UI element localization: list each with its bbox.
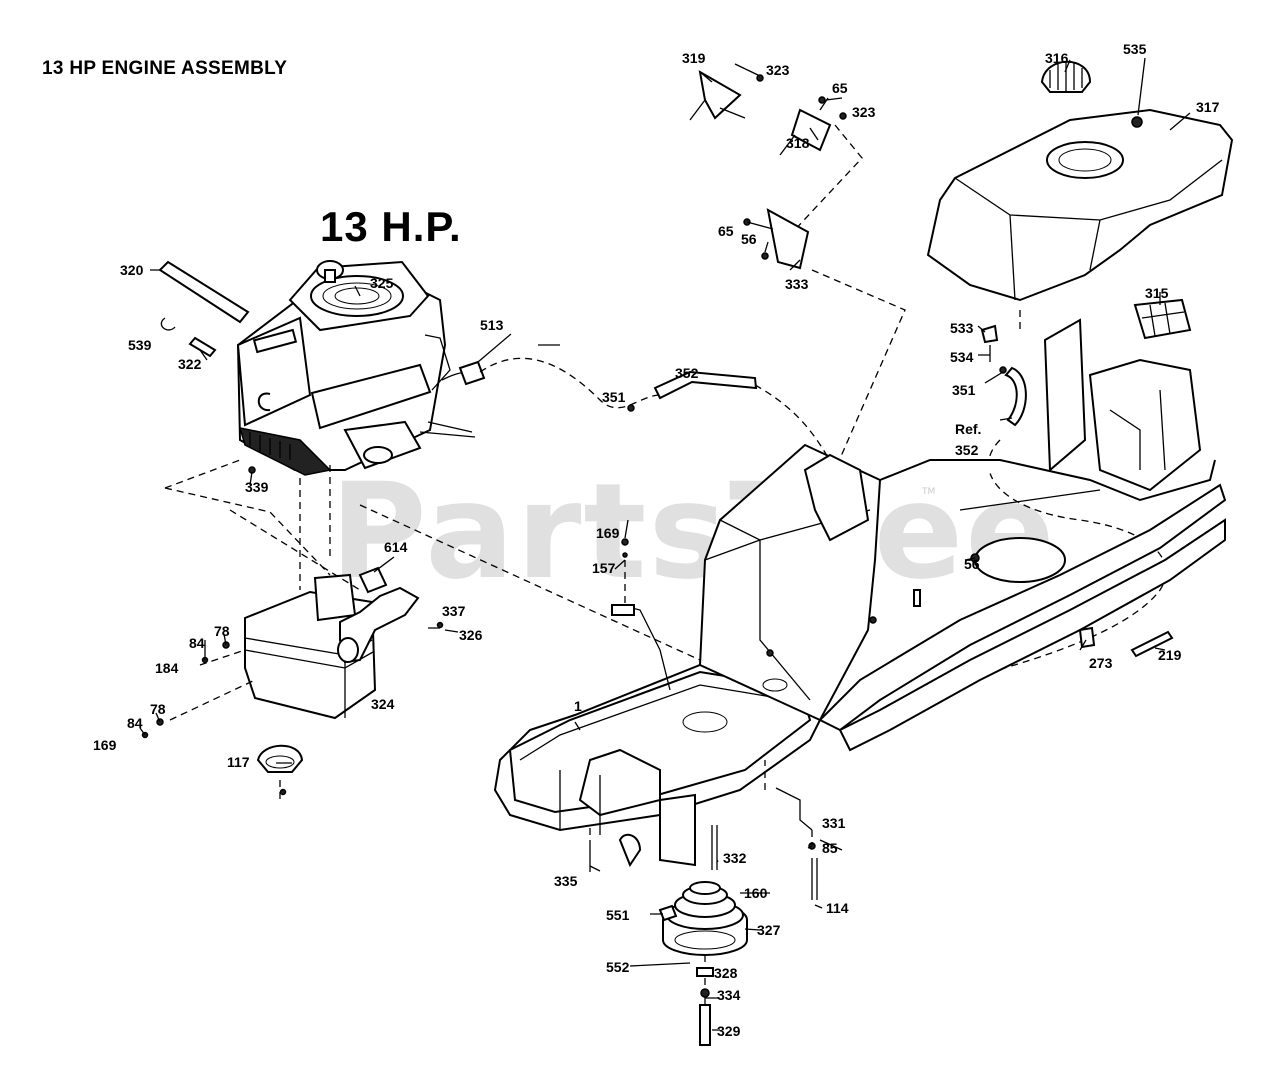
callout-329: 329 (717, 1023, 741, 1039)
callout-333: 333 (785, 276, 809, 292)
callout-319: 319 (682, 50, 706, 66)
trademark: TM (922, 487, 936, 497)
callout-535: 535 (1123, 41, 1147, 57)
callout-352: 352 (675, 365, 699, 381)
bolt-329 (699, 1004, 711, 1046)
diagram-title: 13 HP ENGINE ASSEMBLY (42, 58, 288, 79)
callout-323: 323 (852, 104, 876, 120)
callout-85: 85 (822, 840, 838, 856)
callout-117: 117 (227, 754, 250, 770)
callout-317: 317 (1196, 99, 1220, 115)
callout-labels: 1 56 56 65 65 78 78 84 84 85 114 117 157… (93, 41, 1220, 1039)
callout-78: 78 (214, 623, 230, 639)
fuel-tank-317 (926, 108, 1234, 302)
callout-1: 1 (574, 698, 582, 714)
bracket-333 (766, 208, 810, 270)
callout-339: 339 (245, 479, 269, 495)
callout-184: 184 (155, 660, 179, 676)
callout-327: 327 (757, 922, 781, 938)
callout-513: 513 (480, 317, 504, 333)
callout-551: 551 (606, 907, 630, 923)
callout-539: 539 (128, 337, 152, 353)
callout-219: 219 (1158, 647, 1182, 663)
callout-320: 320 (120, 262, 144, 278)
callout-169: 169 (596, 525, 620, 541)
connector-513 (458, 360, 486, 386)
callout-65: 65 (718, 223, 734, 239)
callout-315: 315 (1145, 285, 1169, 301)
callout-318: 318 (786, 135, 810, 151)
hose-320 (158, 260, 250, 324)
callout-323: 323 (766, 62, 790, 78)
callout-84: 84 (189, 635, 205, 651)
pin-219 (1130, 630, 1174, 658)
callout-332: 332 (723, 850, 747, 866)
callout-160: 160 (744, 885, 768, 901)
callout-114: 114 (826, 900, 849, 916)
clamp-539 (160, 317, 176, 331)
bracket-319 (698, 70, 742, 120)
part-273 (1078, 626, 1096, 649)
callout-335: 335 (554, 873, 578, 889)
fuel-line-352 (653, 370, 758, 400)
callout-614: 614 (384, 539, 408, 555)
callout-ref: Ref. (955, 421, 981, 437)
clutch-327 (658, 881, 748, 956)
callout-84: 84 (127, 715, 143, 731)
fuel-line-ref-352 (1004, 366, 1027, 427)
callout-326: 326 (459, 627, 483, 643)
callout-352-ref: 352 (955, 442, 979, 458)
callout-552: 552 (606, 959, 630, 975)
callout-351: 351 (602, 389, 626, 405)
gasket-614 (358, 566, 388, 594)
callout-169: 169 (93, 737, 117, 753)
callout-328: 328 (714, 965, 738, 981)
callout-65: 65 (832, 80, 848, 96)
washer-328 (696, 967, 714, 977)
callout-337: 337 (442, 603, 466, 619)
callout-324: 324 (371, 696, 395, 712)
callout-534: 534 (950, 349, 974, 365)
engine-label: 13 H.P. (320, 203, 462, 250)
callout-316: 316 (1045, 50, 1069, 66)
callout-325: 325 (370, 275, 394, 291)
callout-56: 56 (964, 556, 980, 572)
callout-56: 56 (741, 231, 757, 247)
callout-157: 157 (592, 560, 616, 576)
callout-533: 533 (950, 320, 974, 336)
fitting-322 (188, 336, 217, 358)
frame-1 (493, 318, 1227, 868)
callout-322: 322 (178, 356, 202, 372)
callout-331: 331 (822, 815, 846, 831)
part-315 (1133, 298, 1192, 340)
muffler-324 (244, 573, 420, 720)
callout-273: 273 (1089, 655, 1113, 671)
callout-351: 351 (952, 382, 976, 398)
callout-334: 334 (717, 987, 741, 1003)
engine-325 (236, 260, 451, 476)
callout-78: 78 (150, 701, 166, 717)
